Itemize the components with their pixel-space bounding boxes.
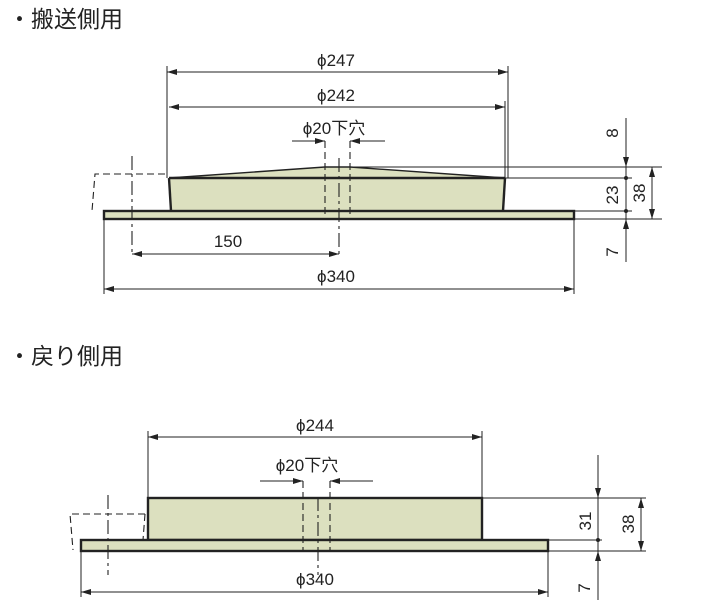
dim-top-diameter: ϕ242 [317, 86, 355, 105]
dim-cone-height: 8 [603, 128, 622, 137]
dim-total-height: 38 [630, 184, 649, 203]
base-plate [79, 538, 550, 553]
dim-base-thickness: 7 [603, 247, 622, 256]
return-side-drawing: ・戻り側用 ϕ244 ϕ20下穴 ϕ340 31 38 7 [8, 344, 646, 600]
conveyor-side-drawing: ・搬送側用 ϕ247 ϕ242 ϕ20下穴 150 [8, 7, 662, 294]
dim-base-thickness: 7 [575, 583, 594, 592]
dim-offset: 150 [214, 232, 242, 251]
dim-base-diameter: ϕ340 [317, 267, 355, 286]
cone-body [169, 167, 505, 211]
flat-body [146, 496, 484, 542]
dim-base-diameter: ϕ340 [296, 570, 334, 589]
conveyor-side-title: ・搬送側用 [8, 7, 123, 33]
dim-hole-diameter: ϕ20下穴 [276, 456, 338, 475]
dim-body-height: 23 [603, 186, 622, 205]
dim-body-height: 31 [576, 512, 595, 531]
dim-total-height: 38 [619, 515, 638, 534]
return-side-title: ・戻り側用 [8, 344, 123, 370]
dim-top-diameter: ϕ244 [296, 416, 334, 435]
dim-outer-top-diameter: ϕ247 [317, 51, 355, 70]
dim-hole-diameter: ϕ20下穴 [303, 119, 365, 138]
adjacent-roller-outline [69, 513, 145, 551]
adjacent-roller-outline [91, 173, 165, 212]
